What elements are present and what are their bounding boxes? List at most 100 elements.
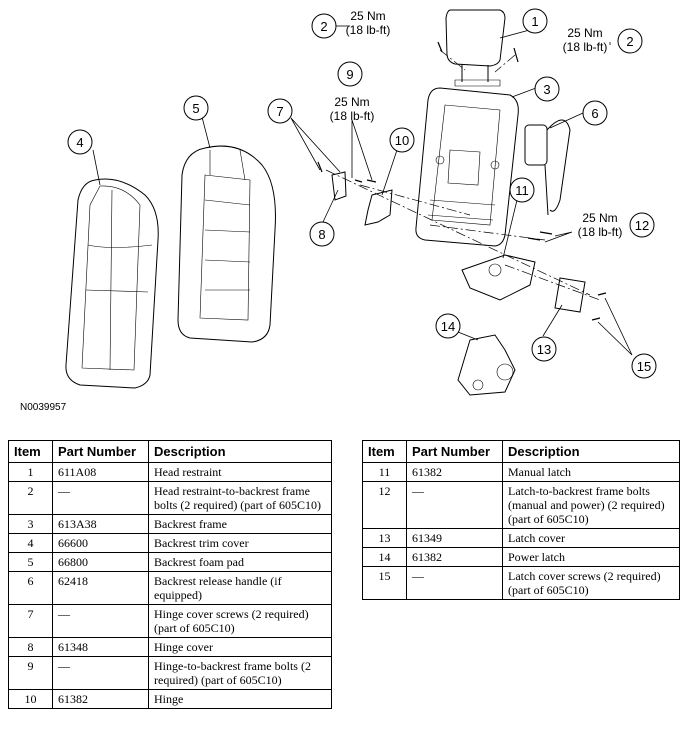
svg-text:10: 10 (395, 133, 409, 148)
table-row: 7—Hinge cover screws (2 required) (part … (8, 604, 332, 638)
svg-text:(18 lb-ft): (18 lb-ft) (578, 225, 623, 239)
header-description: Description (502, 440, 680, 463)
head-restraint-drawing (445, 9, 506, 87)
part-number-cell: — (52, 656, 149, 690)
item-cell: 13 (362, 528, 407, 548)
part-number-cell: 611A08 (52, 462, 149, 482)
callout-5: 5 (183, 95, 209, 121)
callout-6: 6 (582, 100, 608, 126)
table-header-row: Item Part Number Description (362, 440, 680, 463)
description-cell: Hinge cover screws (2 required) (part of… (148, 604, 332, 638)
item-cell: 2 (8, 481, 53, 515)
callout-4: 4 (67, 129, 93, 155)
part-number-cell: — (406, 566, 503, 600)
svg-text:1: 1 (531, 14, 538, 29)
table-row: 9—Hinge-to-backrest frame bolts (2 requi… (8, 656, 332, 690)
svg-text:11: 11 (515, 183, 529, 198)
callout-7: 7 (267, 98, 293, 124)
svg-text:13: 13 (537, 342, 551, 357)
part-number-cell: 613A38 (52, 514, 149, 534)
svg-text:5: 5 (192, 101, 199, 116)
callout-markers: 1 2 2 3 4 5 6 7 8 9 10 11 12 13 14 15 (67, 8, 657, 379)
item-cell: 6 (8, 571, 53, 605)
part-number-cell: 62418 (52, 571, 149, 605)
figure-id: N0039957 (20, 402, 67, 413)
table-header-row: Item Part Number Description (8, 440, 332, 463)
torque-label-hinge: 25 Nm (18 lb-ft) (330, 95, 375, 123)
backrest-frame-drawing (415, 87, 519, 247)
svg-text:8: 8 (318, 227, 325, 242)
svg-text:2: 2 (626, 34, 633, 49)
table-row: 2—Head restraint-to-backrest frame bolts… (8, 481, 332, 515)
svg-text:(18 lb-ft): (18 lb-ft) (330, 109, 375, 123)
callout-14: 14 (435, 313, 461, 339)
item-cell: 10 (8, 689, 53, 709)
svg-text:12: 12 (635, 218, 649, 233)
callout-2-right: 2 (617, 28, 643, 54)
callout-1: 1 (522, 8, 548, 34)
callout-11: 11 (509, 177, 535, 203)
part-number-cell: 66800 (52, 552, 149, 572)
description-cell: Head restraint-to-backrest frame bolts (… (148, 481, 332, 515)
callout-13: 13 (531, 336, 557, 362)
table-row: 12—Latch-to-backrest frame bolts (manual… (362, 481, 680, 529)
callout-12: 12 (629, 212, 655, 238)
description-cell: Power latch (502, 547, 680, 567)
release-handle-drawing (524, 119, 571, 216)
svg-text:14: 14 (441, 319, 455, 334)
exploded-seat-diagram: 1 2 2 3 4 5 6 7 8 9 10 11 12 13 14 15 25… (65, 8, 657, 396)
backrest-foam-pad-drawing (177, 145, 276, 343)
item-cell: 1 (8, 462, 53, 482)
callout-2-left: 2 (311, 13, 337, 39)
item-cell: 8 (8, 637, 53, 657)
svg-text:2: 2 (320, 19, 327, 34)
callout-9: 9 (337, 61, 363, 87)
description-cell: Latch-to-backrest frame bolts (manual an… (502, 481, 680, 529)
item-cell: 3 (8, 514, 53, 534)
description-cell: Hinge-to-backrest frame bolts (2 require… (148, 656, 332, 690)
part-number-cell: 66600 (52, 533, 149, 553)
header-part-number: Part Number (406, 440, 503, 463)
item-cell: 14 (362, 547, 407, 567)
svg-text:(18 lb-ft): (18 lb-ft) (346, 23, 391, 37)
power-latch-drawing (457, 334, 516, 396)
svg-text:7: 7 (276, 104, 283, 119)
item-cell: 11 (362, 462, 407, 482)
part-number-cell: 61349 (406, 528, 503, 548)
header-part-number: Part Number (52, 440, 149, 463)
header-item: Item (362, 440, 407, 463)
svg-text:9: 9 (346, 67, 353, 82)
description-cell: Backrest foam pad (148, 552, 332, 572)
svg-text:3: 3 (543, 82, 550, 97)
header-item: Item (8, 440, 53, 463)
part-number-cell: 61348 (52, 637, 149, 657)
part-number-cell: 61382 (52, 689, 149, 709)
svg-text:25 Nm: 25 Nm (334, 95, 369, 109)
description-cell: Latch cover screws (2 required) (part of… (502, 566, 680, 600)
backrest-trim-cover-drawing (65, 178, 159, 389)
svg-text:25 Nm: 25 Nm (567, 26, 602, 40)
item-cell: 15 (362, 566, 407, 600)
svg-text:6: 6 (591, 106, 598, 121)
table-row: 15—Latch cover screws (2 required) (part… (362, 566, 680, 600)
part-number-cell: — (52, 604, 149, 638)
part-number-cell: — (52, 481, 149, 515)
description-cell: Backrest frame (148, 514, 332, 534)
item-cell: 7 (8, 604, 53, 638)
description-cell: Backrest release handle (if equipped) (148, 571, 332, 605)
hinge-drawing (331, 171, 393, 226)
torque-label-head-restraint-right: 25 Nm (18 lb-ft) (563, 26, 608, 54)
svg-text:(18 lb-ft): (18 lb-ft) (563, 40, 608, 54)
svg-text:25 Nm: 25 Nm (582, 211, 617, 225)
item-cell: 9 (8, 656, 53, 690)
